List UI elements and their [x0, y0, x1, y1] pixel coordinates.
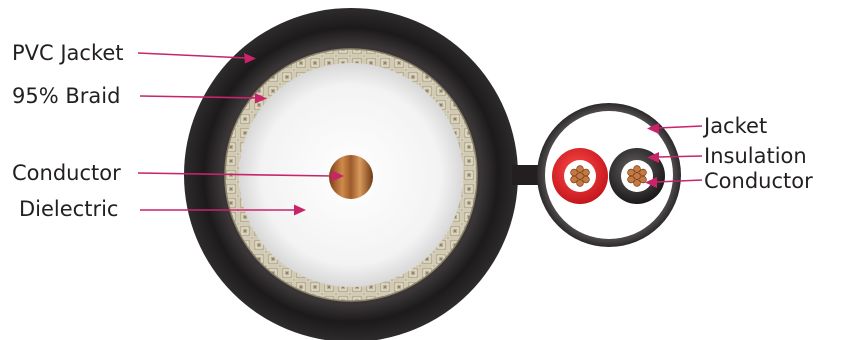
label-pvc-jacket: PVC Jacket — [12, 41, 124, 65]
arrowhead-right-icon — [244, 53, 256, 64]
label-twin-jacket: Jacket — [702, 114, 767, 138]
red-conductor-strands — [570, 165, 590, 187]
arrow-coax-conductor — [137, 172, 334, 177]
twin-jacket-inner — [545, 111, 673, 239]
arrow-pvc-jacket — [137, 52, 247, 59]
arrow-twin-conductor — [655, 179, 703, 183]
arrowhead-right-icon — [255, 93, 267, 104]
arrowhead-left-icon — [647, 152, 659, 163]
arrowhead-left-icon — [647, 123, 659, 134]
label-twin-conductor: Conductor — [704, 169, 813, 193]
label-braid: 95% Braid — [12, 84, 120, 108]
arrowhead-left-icon — [645, 177, 657, 188]
leader-arrows — [137, 52, 703, 216]
label-coax-conductor: Conductor — [12, 161, 121, 185]
coax-conductor — [329, 155, 373, 199]
arrow-twin-jacket — [657, 125, 703, 129]
arrowhead-right-icon — [332, 170, 344, 182]
labels: PVC Jacket 95% Braid Conductor Dielectri… — [12, 41, 813, 221]
twin-cable — [537, 103, 681, 247]
arrow-braid — [139, 95, 258, 99]
coax-cable — [184, 8, 518, 340]
label-insulation: Insulation — [704, 144, 807, 168]
label-dielectric: Dielectric — [19, 197, 118, 221]
black-conductor-strands — [627, 165, 647, 187]
arrowhead-right-icon — [294, 204, 306, 216]
arrow-insulation — [657, 155, 703, 158]
